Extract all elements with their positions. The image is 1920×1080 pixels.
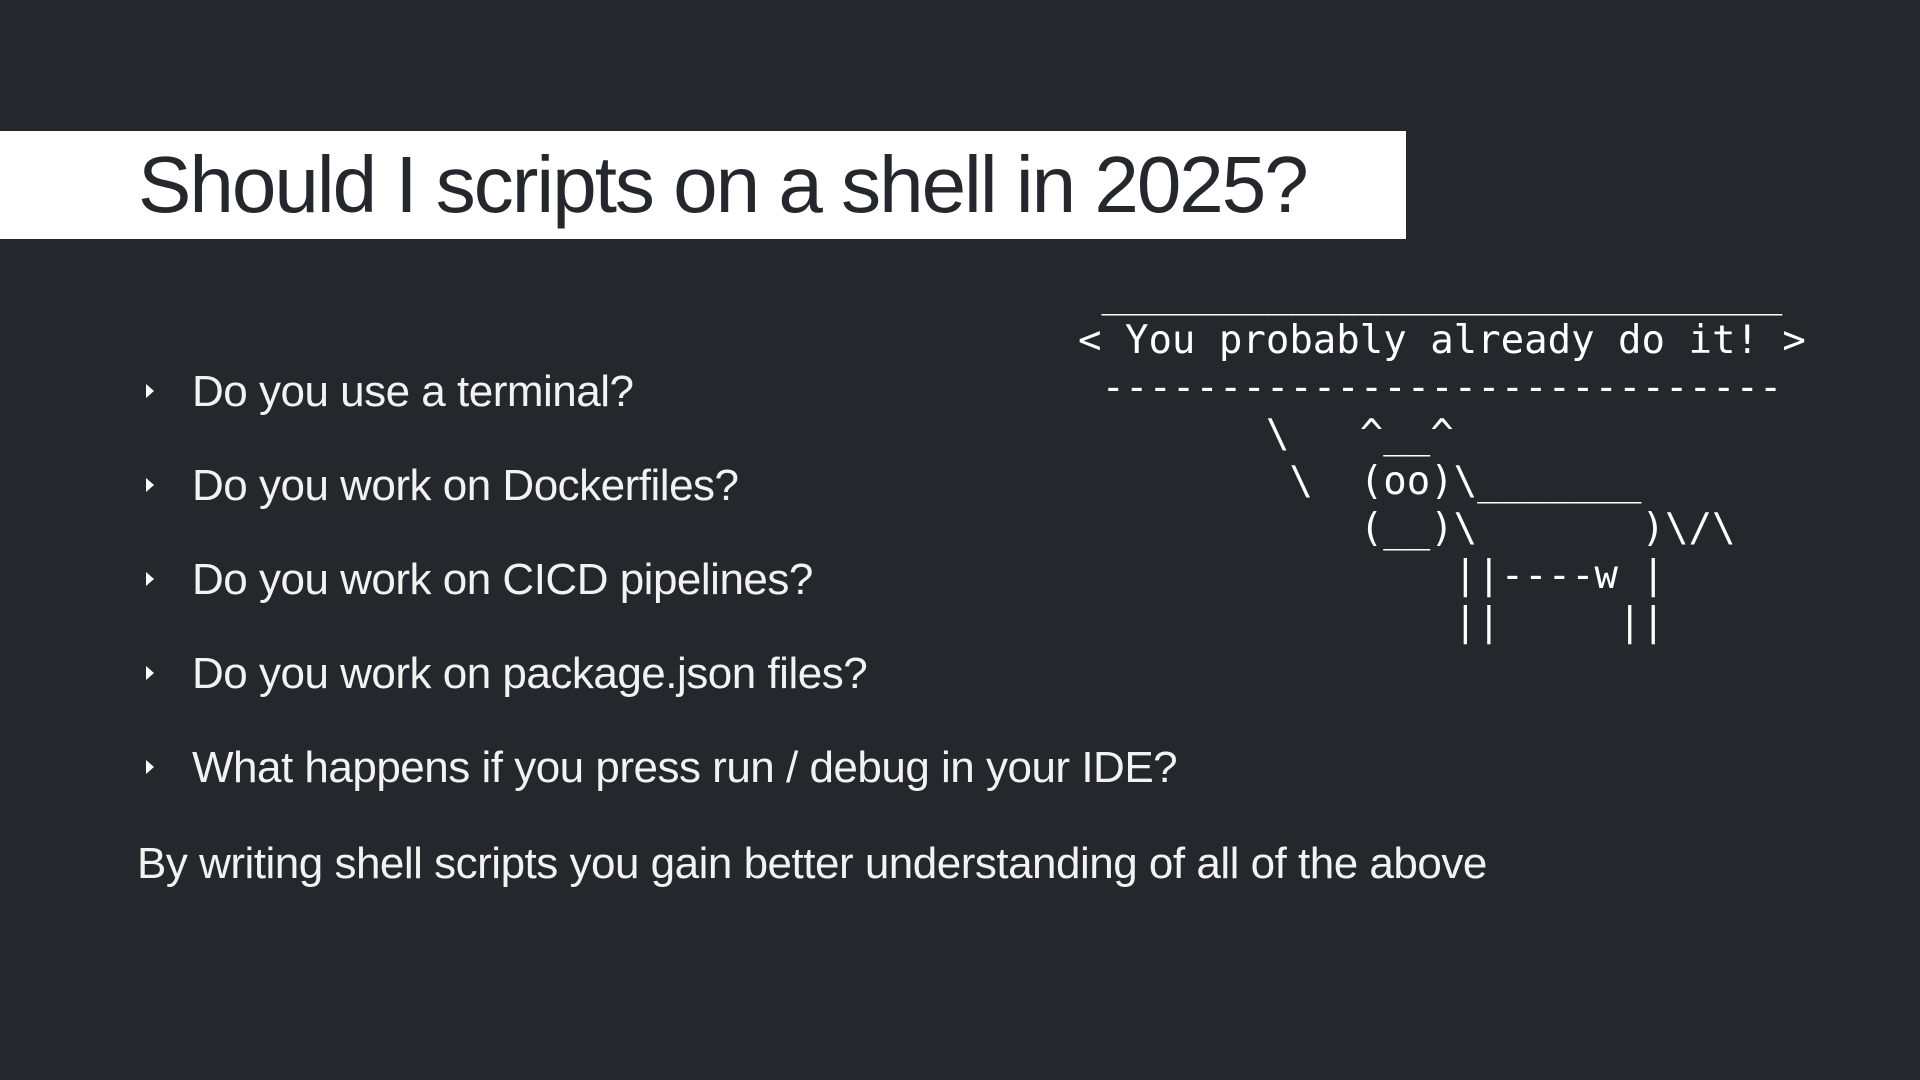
bullet-text: What happens if you press run / debug in… — [192, 743, 1178, 792]
cowsay-ascii-art: _____________________________ < You prob… — [1078, 271, 1806, 645]
bullet-item: Do you work on CICD pipelines? — [146, 544, 1246, 638]
bullet-item: Do you work on Dockerfiles? — [146, 450, 1246, 544]
bullet-item: What happens if you press run / debug in… — [146, 732, 1246, 826]
bullet-text: Do you work on package.json files? — [192, 649, 868, 698]
bullet-list: Do you use a terminal? Do you work on Do… — [146, 356, 1246, 826]
slide-title: Should I scripts on a shell in 2025? — [138, 140, 1309, 229]
bullet-arrow-icon — [146, 572, 154, 586]
bullet-arrow-icon — [146, 760, 154, 774]
summary-text: By writing shell scripts you gain better… — [137, 839, 1487, 888]
bullet-arrow-icon — [146, 666, 154, 680]
bullet-text: Do you use a terminal? — [192, 367, 634, 416]
title-band: Should I scripts on a shell in 2025? — [0, 131, 1406, 239]
bullet-arrow-icon — [146, 478, 154, 492]
bullet-item: Do you use a terminal? — [146, 356, 1246, 450]
bullet-item: Do you work on package.json files? — [146, 638, 1246, 732]
bullet-text: Do you work on CICD pipelines? — [192, 555, 813, 604]
bullet-arrow-icon — [146, 384, 154, 398]
bullet-text: Do you work on Dockerfiles? — [192, 461, 739, 510]
